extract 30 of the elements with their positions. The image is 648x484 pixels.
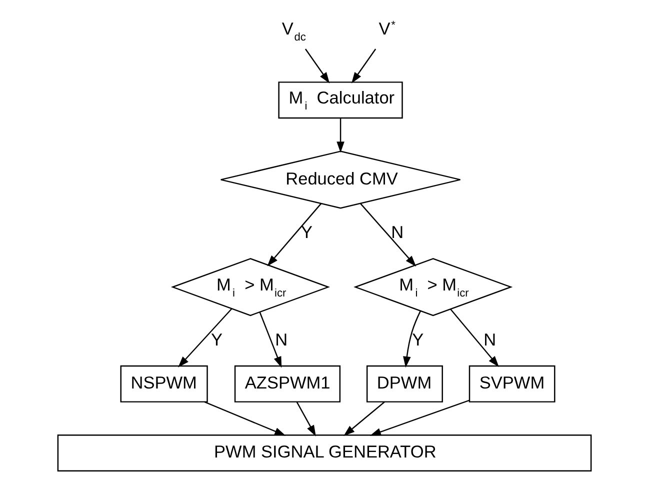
node-diamond: M$_{i}$ > M$_{icr}$ — [353, 258, 512, 316]
arrow — [258, 312, 282, 368]
edge-label: N — [274, 329, 288, 350]
edge-label: Y — [412, 329, 424, 350]
edge-label: Y — [300, 222, 312, 242]
arrow — [343, 402, 384, 436]
node-box: NSPWM — [120, 365, 208, 402]
node-box: AZSPWM1 — [234, 365, 340, 402]
node-text: V$^{*}$ — [378, 18, 395, 38]
arrow — [360, 203, 416, 267]
node-box: DPWM — [366, 365, 442, 402]
node-box: PWM SIGNAL GENERATOR — [56, 434, 592, 472]
arrow — [178, 308, 232, 368]
arrow — [296, 402, 316, 436]
node-diamond: M$_{i}$ > M$_{icr}$ — [170, 258, 330, 316]
node-box: M$_{i}$ Calculator — [278, 82, 402, 119]
arrow — [266, 203, 321, 266]
arrow — [336, 118, 344, 153]
arrow — [350, 48, 376, 84]
edge-label: Y — [210, 329, 222, 350]
edge-label: N — [390, 222, 404, 242]
edge-label: N — [483, 329, 496, 350]
node-box: SVPWM — [468, 365, 555, 402]
arrow — [402, 310, 420, 368]
arrow — [450, 308, 498, 368]
arrow — [369, 400, 469, 436]
arrow — [304, 48, 330, 84]
arrow — [204, 401, 286, 436]
node-text: V$_{dc}$ — [281, 18, 306, 44]
node-diamond: Reduced CMV — [220, 150, 460, 209]
